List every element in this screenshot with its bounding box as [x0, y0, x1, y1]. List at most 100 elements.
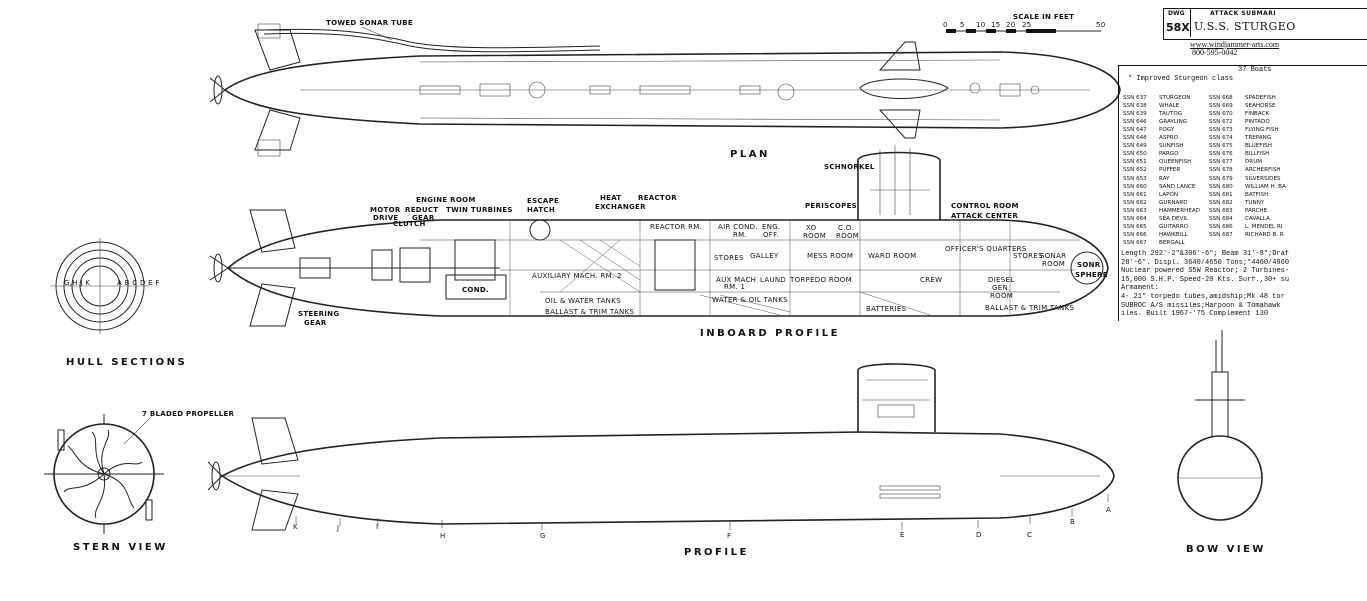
compartment-co-room-1: C.O. [838, 224, 854, 232]
station-b: B [1070, 518, 1075, 526]
heat-exchanger-label-1: HEAT [600, 194, 622, 202]
station-f: F [727, 532, 731, 540]
fleet-box [1118, 65, 1367, 321]
spec-line: SUBROC A/S missiles;Harpoon & Tomahawk [1121, 301, 1281, 310]
compartment-xo-room-2: ROOM [803, 232, 826, 240]
stern-view: 7 BLADED PROPELLER STERN VIEW [44, 410, 235, 553]
phone-number: 800-595-0042 [1192, 48, 1238, 57]
dwg-number: 58X [1166, 21, 1190, 34]
plan-title: PLAN [730, 149, 770, 160]
boat-hull-number: SSN 684 [1209, 215, 1233, 222]
station-g: G [540, 532, 546, 540]
website-link[interactable]: www.windjammer-arts.com [1190, 40, 1280, 49]
compartment-laundry: LAUND [760, 276, 786, 284]
attack-center-label: ATTACK CENTER [951, 212, 1018, 220]
heat-exchanger-label-2: EXCHANGER [595, 203, 646, 211]
inboard-profile-view: SCHNORKEL PERISCOPES CONTROL ROOM ATTACK… [209, 145, 1109, 339]
boat-name: FINBACK [1245, 111, 1270, 118]
steering-gear-label-1: STEERING [298, 310, 339, 318]
compartment-torpedo-room: TORPEDO ROOM [789, 276, 852, 284]
profile-title: PROFILE [684, 547, 749, 558]
spec-line: 28'-6". Displ. 3640/4650 Tons;*4460/4960 [1121, 258, 1290, 267]
compartment-xo-room-1: XO [806, 224, 817, 232]
compartment-mess-room: MESS ROOM [807, 252, 853, 260]
boat-hull-number: SSN 682 [1209, 199, 1233, 206]
scale-tick-15: 15 [991, 21, 1001, 29]
boat-hull-number: SSN 675 [1209, 143, 1233, 150]
motor-drive-label-2: DRIVE [373, 214, 399, 222]
reduct-gear-label-1: REDUCT [405, 206, 438, 214]
compartment-diesel-1: DIESEL [988, 276, 1014, 284]
compartment-diesel-2: GEN. [992, 284, 1011, 292]
compartment-sonar-room-2: ROOM [1042, 260, 1065, 268]
compartment-co-room-2: ROOM [836, 232, 859, 240]
engine-room-label: ENGINE ROOM [416, 196, 476, 204]
boat-hull-number: SSN 662 [1123, 199, 1147, 206]
boat-hull-number: SSN 663 [1123, 207, 1147, 214]
spec-line: Armament: [1121, 284, 1159, 293]
compartment-galley: GALLEY [750, 252, 779, 260]
boat-hull-number: SSN 680 [1209, 183, 1233, 190]
title-block: DWG 58X ATTACK SUBMARI U.S.S. STURGEO [1163, 8, 1367, 40]
boat-name: ARCHERFISH [1245, 167, 1281, 174]
scale-tick-10: 10 [976, 21, 986, 29]
spec-line: Length 292'-2"&306'-6"; Beam 31'-8";Draf [1121, 250, 1290, 258]
boat-hull-number: SSN 649 [1123, 143, 1147, 150]
compartment-officers-quarters: OFFICER'S QUARTERS [945, 245, 1027, 253]
compartment-batteries: BATTERIES [866, 305, 907, 313]
boat-hull-number: SSN 648 [1123, 135, 1147, 142]
boat-hull-number: SSN 660 [1123, 183, 1147, 190]
compartment-aux-mach-1b: RM. 1 [724, 283, 745, 291]
compartment-eng-off-2: OFF. [763, 231, 779, 239]
dwg-label: DWG [1168, 10, 1185, 17]
compartment-ballast-trim-fwd: BALLAST & TRIM TANKS [985, 304, 1074, 312]
boat-hull-number: SSN 651 [1123, 159, 1147, 166]
scale-tick-25: 25 [1022, 21, 1032, 29]
station-d: D [976, 531, 982, 539]
hull-sections-left-labels: G,H J K [64, 279, 90, 287]
compartment-stores-fwd: STORES [1013, 252, 1043, 260]
station-a: A [1106, 506, 1111, 514]
stern-view-title: STERN VIEW [73, 542, 168, 553]
boat-hull-number: SSN 661 [1123, 191, 1147, 198]
compartment-ward-room: WARD ROOM [868, 252, 916, 260]
control-room-label: CONTROL ROOM [951, 202, 1019, 210]
clutch-label: CLUTCH [393, 220, 426, 228]
compartment-oil-water: OIL & WATER TANKS [545, 297, 621, 305]
propeller-label: 7 BLADED PROPELLER [142, 410, 235, 418]
towed-sonar-label: TOWED SONAR TUBE [326, 19, 413, 27]
boat-name: FLYING FISH [1245, 127, 1279, 134]
reactor-label: REACTOR [638, 194, 677, 202]
boat-name: BATFISH [1245, 191, 1269, 198]
compartment-aux-mach-1a: AUX MACH [716, 276, 756, 284]
boat-hull-number: SSN 647 [1123, 127, 1147, 134]
boat-name: RAY [1159, 175, 1170, 182]
periscopes-label: PERISCOPES [805, 202, 857, 210]
boat-name: GURNARD [1159, 199, 1188, 206]
compartment-crew: CREW [920, 276, 942, 284]
scale-tick-20: 20 [1006, 21, 1016, 29]
station-e: E [900, 531, 905, 539]
boat-hull-number: SSN 678 [1209, 167, 1233, 174]
scale-tick-5: 5 [960, 21, 965, 29]
boat-hull-number: SSN 637 [1123, 95, 1147, 101]
boat-name: TUNNY [1245, 199, 1265, 206]
spec-line: 4- 21" torpedo tubes,amidship;Mk 48 tor [1121, 292, 1285, 301]
bow-view: BOW VIEW [1177, 330, 1263, 555]
boat-hull-number: SSN 677 [1209, 159, 1233, 166]
boat-hull-number: SSN 676 [1209, 151, 1233, 158]
